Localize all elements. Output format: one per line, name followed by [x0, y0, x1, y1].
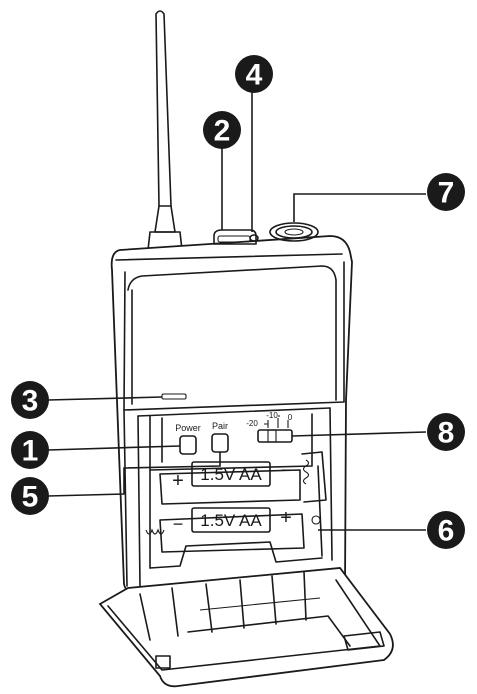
callout-1-number: 1 — [22, 435, 39, 468]
callout-1: 1 — [11, 431, 49, 469]
callout-4: 4 — [235, 55, 273, 93]
battery-bottom-label-box — [191, 507, 271, 533]
callout-5-number: 5 — [22, 481, 39, 514]
battery-bottom-label: 1.5V AA — [200, 511, 262, 530]
callout-3: 3 — [11, 381, 49, 419]
callout-7-number: 7 — [438, 177, 455, 210]
callout-4-number: 4 — [246, 59, 263, 92]
callout-7: 7 — [427, 173, 465, 211]
callout-8-number: 8 — [438, 417, 455, 450]
callout-2-number: 2 — [214, 115, 231, 148]
battery-door — [98, 567, 394, 688]
callout-3-number: 3 — [22, 385, 39, 418]
callout-5: 5 — [11, 477, 49, 515]
battery-bottom-plus: + — [280, 507, 292, 529]
led-indicator — [161, 393, 187, 400]
pair-label: Pair — [212, 421, 228, 431]
small-port — [249, 234, 259, 242]
battery-bottom-minus: − — [173, 514, 184, 534]
antenna — [147, 10, 183, 251]
callout-2: 2 — [203, 111, 241, 149]
spring-left-icon — [145, 528, 165, 535]
callout-6-number: 6 — [438, 515, 455, 548]
transmitter-body — [110, 235, 353, 596]
leader-lines — [47, 90, 427, 531]
switch-label-minus10: -10 — [266, 411, 278, 420]
switch-label-zero: 0 — [288, 413, 293, 422]
power-button[interactable] — [179, 435, 197, 455]
battery-compartment: 1.5V AA + − 1.5V AA + − — [145, 451, 327, 569]
switch-label-minus20: -20 — [246, 419, 258, 428]
battery-top-label: 1.5V AA — [200, 465, 262, 484]
input-jack — [269, 222, 319, 242]
battery-top-plus: + — [172, 470, 184, 492]
callout-6: 6 — [427, 511, 465, 549]
power-label: Power — [175, 423, 201, 433]
battery-top-label-box — [191, 461, 271, 487]
callout-8: 8 — [427, 413, 465, 451]
spring-icon — [302, 459, 310, 485]
battery-top-minus: − — [281, 460, 292, 480]
